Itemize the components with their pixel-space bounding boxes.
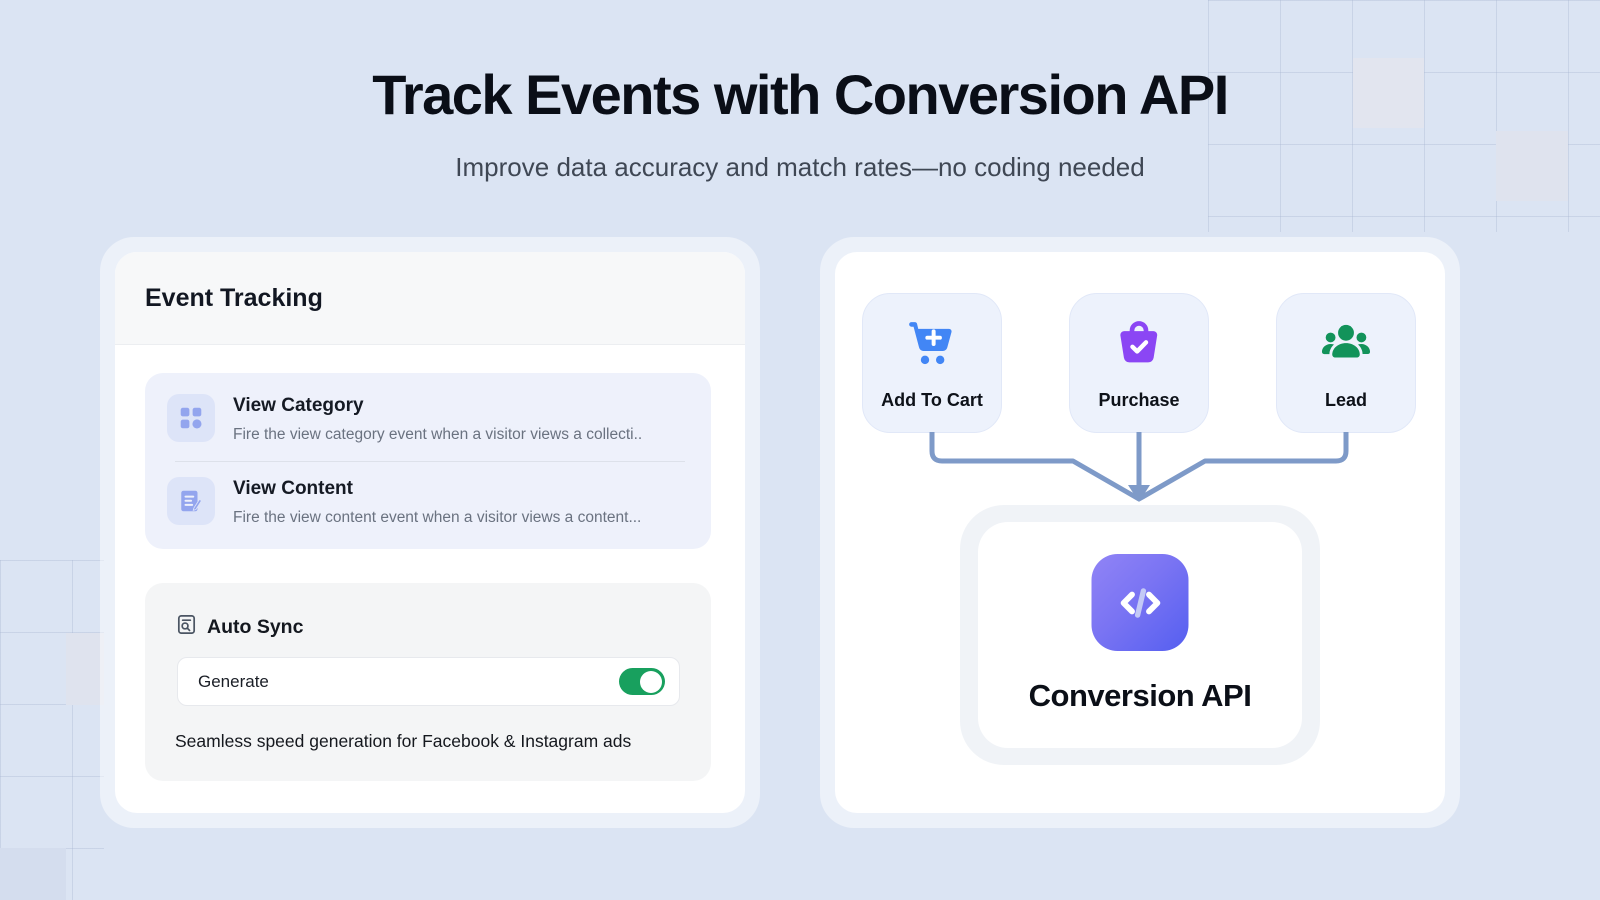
auto-sync-panel: Auto Sync Generate Seamless speed genera… [145, 583, 711, 781]
background-grid-cell [66, 633, 104, 705]
background-grid-bottom-left [0, 560, 104, 900]
source-card-add-to-cart: Add To Cart [862, 293, 1002, 433]
people-group-icon [1277, 316, 1415, 372]
source-card-lead: Lead [1276, 293, 1416, 433]
event-tracking-title: Event Tracking [145, 283, 323, 312]
generate-row[interactable]: Generate [177, 657, 680, 706]
event-tracking-wrapper: Event Tracking View Category Fire the vi… [100, 237, 760, 828]
source-label: Add To Cart [881, 390, 983, 410]
event-description: Fire the view category event when a visi… [233, 426, 643, 443]
event-tracking-card: Event Tracking View Category Fire the vi… [115, 252, 745, 813]
source-label: Lead [1324, 390, 1367, 410]
cart-plus-icon [863, 316, 1001, 372]
event-row-view-content[interactable]: View Content Fire the view content event… [167, 477, 689, 549]
event-title: View Category [233, 395, 364, 416]
generate-toggle[interactable] [619, 668, 665, 695]
flow-connector-lines [929, 432, 1349, 502]
source-card-purchase: Purchase [1069, 293, 1209, 433]
event-row-view-category[interactable]: View Category Fire the view category eve… [167, 394, 689, 466]
auto-sync-description: Seamless speed generation for Facebook &… [175, 731, 632, 751]
content-document-icon [167, 477, 215, 525]
conversion-flow-card: Add To Cart Purchase [835, 252, 1445, 813]
source-label: Purchase [1098, 390, 1180, 410]
background-grid-cell [0, 848, 66, 900]
conversion-api-outer: Conversion API [960, 505, 1320, 765]
code-icon [1091, 554, 1189, 651]
page-title: Track Events with Conversion API [372, 63, 1229, 126]
document-search-icon [175, 613, 198, 641]
auto-sync-title: Auto Sync [207, 615, 304, 638]
background-grid-cell [1496, 131, 1568, 201]
page-subtitle: Improve data accuracy and match rates—no… [455, 152, 1145, 182]
toggle-knob [640, 670, 662, 693]
event-title: View Content [233, 478, 353, 499]
divider [175, 461, 685, 462]
conversion-api-label: Conversion API [1028, 678, 1252, 713]
generate-label: Generate [198, 671, 269, 691]
conversion-flow-wrapper: Add To Cart Purchase [820, 237, 1460, 828]
event-tracking-header: Event Tracking [115, 252, 745, 345]
conversion-api-box: Conversion API [978, 522, 1302, 748]
category-grid-icon [167, 394, 215, 442]
background-grid-cell [1353, 58, 1424, 128]
events-panel: View Category Fire the view category eve… [145, 373, 711, 549]
event-description: Fire the view content event when a visit… [233, 509, 642, 526]
bag-check-icon [1070, 316, 1208, 372]
